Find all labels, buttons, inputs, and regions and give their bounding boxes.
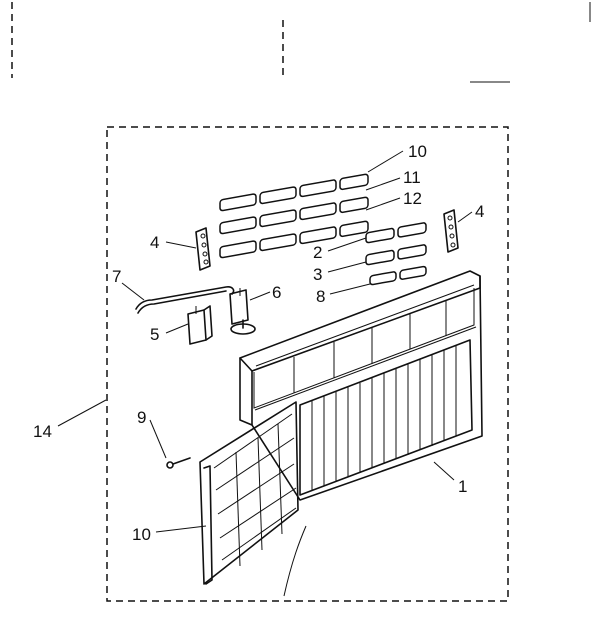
- callout-2: 2: [313, 243, 322, 262]
- callout-labels: 10 11 12 4 4 2 3 7 6 8 5 9 14 1 10: [33, 142, 484, 544]
- slot-row-8: [369, 265, 427, 286]
- slot-row-2: [365, 222, 427, 244]
- callout-4-left: 4: [150, 233, 159, 252]
- callout-14: 14: [33, 422, 52, 441]
- callout-9: 9: [137, 408, 146, 427]
- latch-part: [187, 305, 213, 345]
- callout-12: 11: [403, 168, 421, 187]
- callout-8: 8: [316, 287, 325, 306]
- side-bracket-right: [443, 209, 459, 253]
- slot-row-3: [365, 244, 427, 266]
- slot-row-12: [219, 196, 369, 235]
- slot-row-11: [219, 173, 369, 212]
- louver-lines: [311, 345, 457, 491]
- callout-13: 12: [403, 189, 422, 208]
- callout-5: 5: [150, 325, 159, 344]
- pivot-bracket: [229, 288, 256, 335]
- callout-1: 1: [458, 477, 467, 496]
- slot-row-13: [219, 220, 369, 259]
- screw: [166, 457, 191, 469]
- callout-10: 10: [132, 525, 151, 544]
- assembly-boundary: [106, 126, 509, 602]
- side-bracket-left: [195, 227, 211, 271]
- top-scan-marks: [11, 2, 591, 83]
- grille-frame: [239, 270, 483, 501]
- filter-door: [199, 401, 299, 585]
- callout-11: 10: [408, 142, 427, 161]
- leader-lines: [57, 150, 473, 533]
- support-rod: [135, 286, 235, 314]
- callout-3: 3: [313, 265, 322, 284]
- callout-4-right: 4: [475, 202, 484, 221]
- grille-slot-rows: [219, 173, 427, 286]
- swing-arc: [283, 525, 307, 597]
- callout-6: 6: [272, 283, 281, 302]
- callout-7: 7: [112, 267, 121, 286]
